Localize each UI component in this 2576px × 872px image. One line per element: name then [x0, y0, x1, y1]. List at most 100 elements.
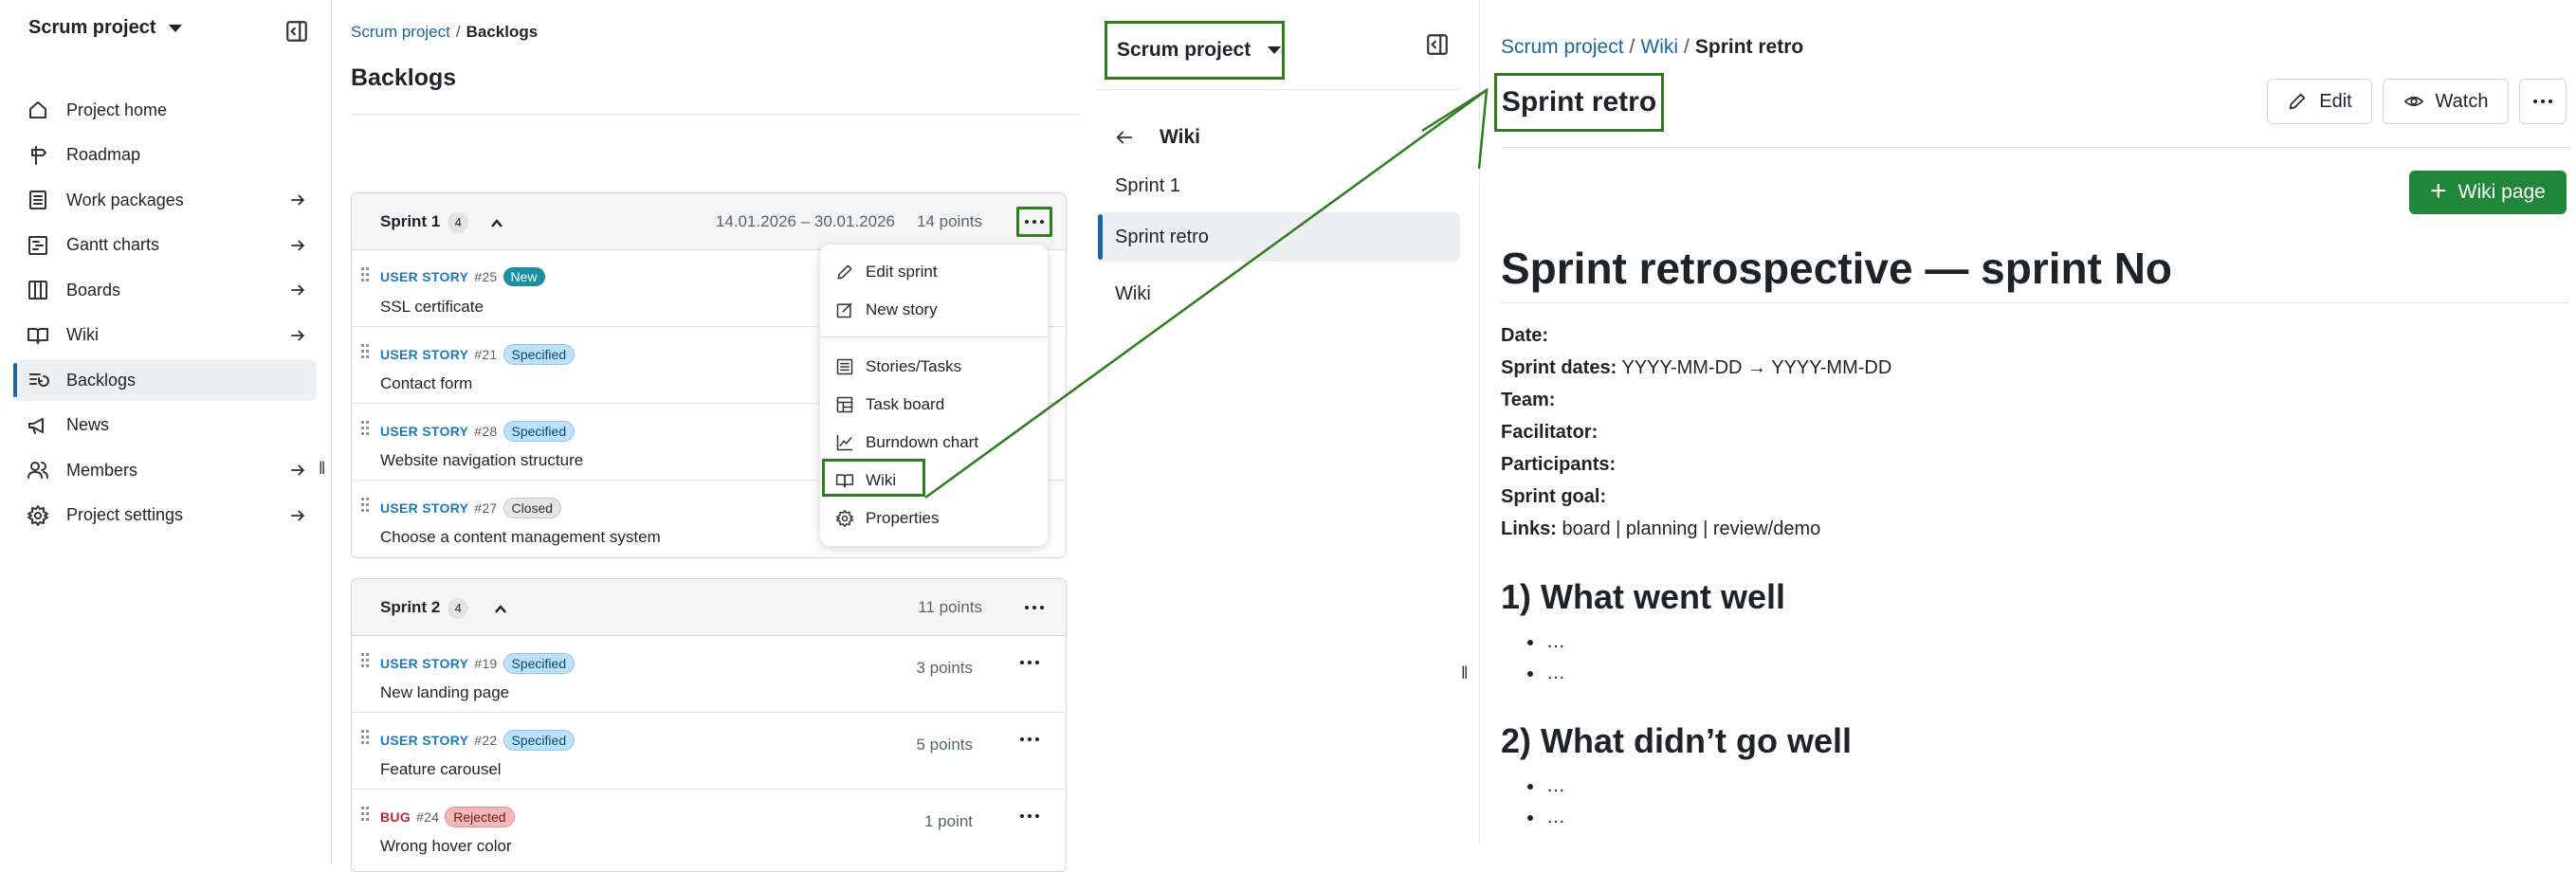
sidebar-item-gantt-charts[interactable]: Gantt charts	[13, 225, 317, 266]
story-points[interactable]: 1 point	[923, 812, 973, 830]
story-number[interactable]: #28	[474, 424, 498, 439]
drag-handle-icon[interactable]	[361, 653, 369, 668]
breadcrumb-current: Sprint retro	[1694, 36, 1804, 58]
new-wiki-page-button[interactable]: + Wiki page	[2409, 171, 2567, 214]
status-badge[interactable]: New	[502, 267, 545, 286]
watch-button[interactable]: Watch	[2383, 79, 2509, 124]
menu-item-properties[interactable]: Properties	[835, 504, 939, 533]
drag-handle-icon[interactable]	[361, 498, 369, 513]
story-more-menu-button[interactable]	[1020, 737, 1039, 741]
more-actions-button[interactable]	[2519, 79, 2567, 124]
status-badge[interactable]: Specified	[502, 730, 575, 751]
chevron-up-icon[interactable]	[490, 216, 503, 229]
menu-item-wiki[interactable]: Wiki	[835, 466, 896, 495]
story-number[interactable]: #21	[474, 347, 498, 362]
sprint-more-menu-button[interactable]	[1016, 592, 1052, 623]
story-row[interactable]: BUG #24 Rejected Wrong hover color 1 point	[352, 790, 1066, 866]
status-badge[interactable]: Specified	[502, 344, 575, 365]
sidebar-item-boards[interactable]: Boards	[13, 269, 317, 311]
sidebar-item-project-settings[interactable]: Project settings	[13, 495, 317, 536]
story-title[interactable]: Wrong hover color	[380, 837, 512, 855]
resize-handle-icon[interactable]: ‖	[1461, 663, 1469, 682]
breadcrumb-project-link[interactable]: Scrum project	[1501, 36, 1624, 58]
story-more-menu-button[interactable]	[1020, 814, 1039, 818]
arrow-right-icon[interactable]	[288, 506, 307, 525]
sprint-more-menu-button[interactable]	[1016, 207, 1052, 237]
sidebar-item-news[interactable]: News	[13, 405, 317, 446]
sidebar-collapse-icon[interactable]	[284, 19, 309, 44]
story-type[interactable]: USER STORY	[380, 424, 469, 439]
sidebar-item-work-packages[interactable]: Work packages	[13, 179, 317, 221]
arrow-right-icon[interactable]	[288, 281, 307, 300]
arrow-right-icon[interactable]	[288, 461, 307, 480]
story-number[interactable]: #27	[474, 500, 498, 516]
breadcrumb-separator: /	[1629, 36, 1635, 58]
chevron-up-icon[interactable]	[494, 602, 507, 615]
wiki-nav-item-active[interactable]: Sprint retro	[1098, 212, 1460, 262]
story-title[interactable]: Choose a content management system	[380, 528, 661, 546]
project-selector[interactable]: Scrum project	[28, 17, 183, 39]
status-badge[interactable]: Closed	[502, 498, 562, 518]
sidebar-item-label: Project home	[66, 100, 168, 119]
story-row[interactable]: USER STORY #25 New SSL certificate	[352, 250, 1066, 327]
story-title[interactable]: Feature carousel	[380, 760, 502, 778]
story-points[interactable]: 3 points	[916, 659, 973, 677]
story-number[interactable]: #22	[474, 733, 498, 748]
story-type[interactable]: BUG	[380, 809, 411, 825]
status-badge[interactable]: Rejected	[445, 807, 515, 827]
sidebar-item-backlogs[interactable]: Backlogs	[13, 359, 317, 401]
section-heading: 2) What didn’t go well	[1501, 721, 1852, 760]
story-type[interactable]: USER STORY	[380, 347, 469, 362]
story-number[interactable]: #24	[416, 809, 440, 825]
drag-handle-icon[interactable]	[361, 807, 369, 822]
story-number[interactable]: #25	[474, 269, 498, 284]
menu-item-new-story[interactable]: New story	[835, 296, 938, 324]
edit-button[interactable]: Edit	[2267, 79, 2372, 124]
sprint-dates[interactable]: 14.01.2026 – 30.01.2026	[715, 212, 895, 230]
menu-item-task-board[interactable]: Task board	[835, 391, 944, 419]
story-type[interactable]: USER STORY	[380, 733, 469, 748]
resize-handle-icon[interactable]: ‖	[319, 459, 326, 478]
breadcrumb-wiki-link[interactable]: Wiki	[1640, 36, 1679, 58]
wiki-back-nav[interactable]: Wiki	[1114, 126, 1200, 149]
status-badge[interactable]: Specified	[502, 421, 575, 442]
story-type[interactable]: USER STORY	[380, 500, 469, 516]
story-number[interactable]: #19	[474, 656, 498, 671]
breadcrumb-project-link[interactable]: Scrum project	[351, 23, 450, 41]
story-row[interactable]: USER STORY #28 Specified Website navigatio…	[352, 404, 1066, 481]
arrow-left-icon[interactable]	[1114, 127, 1135, 148]
sidebar-item-project-home[interactable]: Project home	[13, 89, 317, 131]
story-type[interactable]: USER STORY	[380, 656, 469, 671]
menu-item-stories-tasks[interactable]: Stories/Tasks	[835, 353, 961, 381]
drag-handle-icon[interactable]	[361, 730, 369, 745]
status-badge[interactable]: Specified	[502, 653, 575, 674]
story-row[interactable]: USER STORY #21 Specified Contact form	[352, 327, 1066, 404]
menu-item-burndown-chart[interactable]: Burndown chart	[835, 428, 978, 457]
menu-item-edit-sprint[interactable]: Edit sprint	[835, 258, 938, 286]
story-type[interactable]: USER STORY	[380, 269, 469, 284]
project-selector[interactable]: Scrum project	[1105, 21, 1285, 80]
story-title[interactable]: New landing page	[380, 683, 510, 701]
story-title[interactable]: SSL certificate	[380, 298, 484, 316]
sidebar-collapse-icon[interactable]	[1425, 32, 1450, 57]
drag-handle-icon[interactable]	[361, 421, 369, 436]
story-title[interactable]: Website navigation structure	[380, 451, 584, 469]
story-more-menu-button[interactable]	[1020, 661, 1039, 664]
sidebar-item-members[interactable]: Members	[13, 449, 317, 491]
wiki-nav-item[interactable]: Sprint 1	[1115, 174, 1180, 196]
arrow-right-icon[interactable]	[288, 326, 307, 345]
drag-handle-icon[interactable]	[361, 344, 369, 359]
sidebar-item-wiki[interactable]: Wiki	[13, 315, 317, 356]
arrow-right-icon[interactable]	[288, 191, 307, 209]
sidebar-item-roadmap[interactable]: Roadmap	[13, 135, 317, 176]
arrow-right-icon[interactable]	[288, 236, 307, 255]
drag-handle-icon[interactable]	[361, 267, 369, 282]
wiki-nav-item[interactable]: Wiki	[1115, 282, 1151, 304]
story-points[interactable]: 5 points	[916, 736, 973, 754]
story-title[interactable]: Contact form	[380, 374, 473, 392]
